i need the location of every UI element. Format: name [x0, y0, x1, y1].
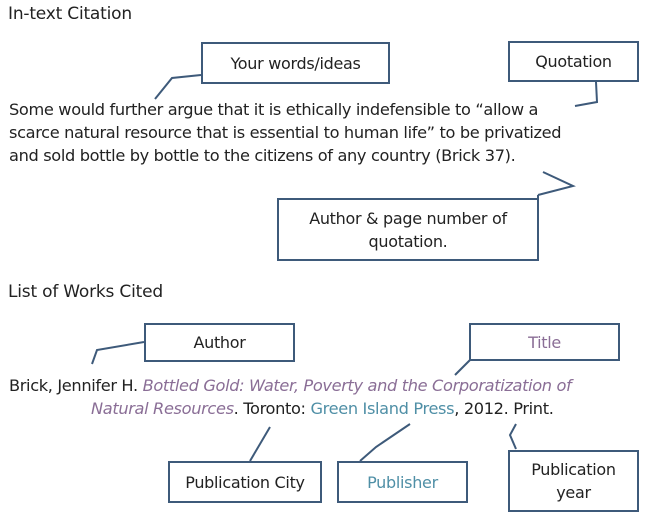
works-cited-entry: Brick, Jennifer H. Bottled Gold: Water, … — [9, 374, 572, 420]
entry-publisher: Green Island Press — [310, 399, 455, 418]
callout-label: Publication City — [185, 472, 305, 492]
callout-publication-city: Publication City — [168, 461, 322, 503]
callout-label: year — [556, 483, 591, 502]
callout-label: Your words/ideas — [230, 53, 361, 73]
callout-your-words-ideas: Your words/ideas — [201, 42, 390, 84]
callout-label: Publisher — [367, 472, 438, 492]
section-heading-in-text-citation: In-text Citation — [8, 4, 132, 24]
entry-author: Brick, Jennifer H. — [9, 376, 143, 395]
callout-title: Title — [469, 323, 620, 361]
callout-publisher: Publisher — [337, 461, 468, 503]
callout-publication-year: Publication year — [508, 450, 639, 512]
section-heading-works-cited: List of Works Cited — [8, 282, 163, 302]
callout-author: Author — [144, 323, 295, 362]
callout-label: Author & page number of — [309, 208, 507, 228]
entry-year: , 2012. Print. — [454, 399, 554, 418]
entry-title: Bottled Gold: Water, Poverty and the Cor… — [142, 376, 572, 395]
in-text-paragraph: Some would further argue that it is ethi… — [9, 98, 562, 167]
paragraph-line: scarce natural resource that is essentia… — [9, 123, 562, 142]
callout-author-page-number: Author & page number of quotation. — [277, 198, 539, 261]
entry-city: . Toronto: — [233, 399, 311, 418]
paragraph-line: and sold bottle by bottle to the citizen… — [9, 146, 516, 165]
callout-label: Title — [528, 332, 561, 352]
callout-label: quotation. — [368, 231, 448, 251]
callout-label: Publication — [531, 460, 616, 479]
callout-label: Author — [193, 333, 246, 352]
entry-title-continued: Natural Resources — [91, 399, 234, 418]
callout-label: Quotation — [535, 52, 612, 71]
paragraph-line: Some would further argue that it is ethi… — [9, 100, 539, 119]
entry-line-2: Natural Resources. Toronto: Green Island… — [9, 397, 571, 420]
entry-line-1: Brick, Jennifer H. Bottled Gold: Water, … — [9, 374, 572, 397]
callout-quotation: Quotation — [508, 41, 639, 82]
